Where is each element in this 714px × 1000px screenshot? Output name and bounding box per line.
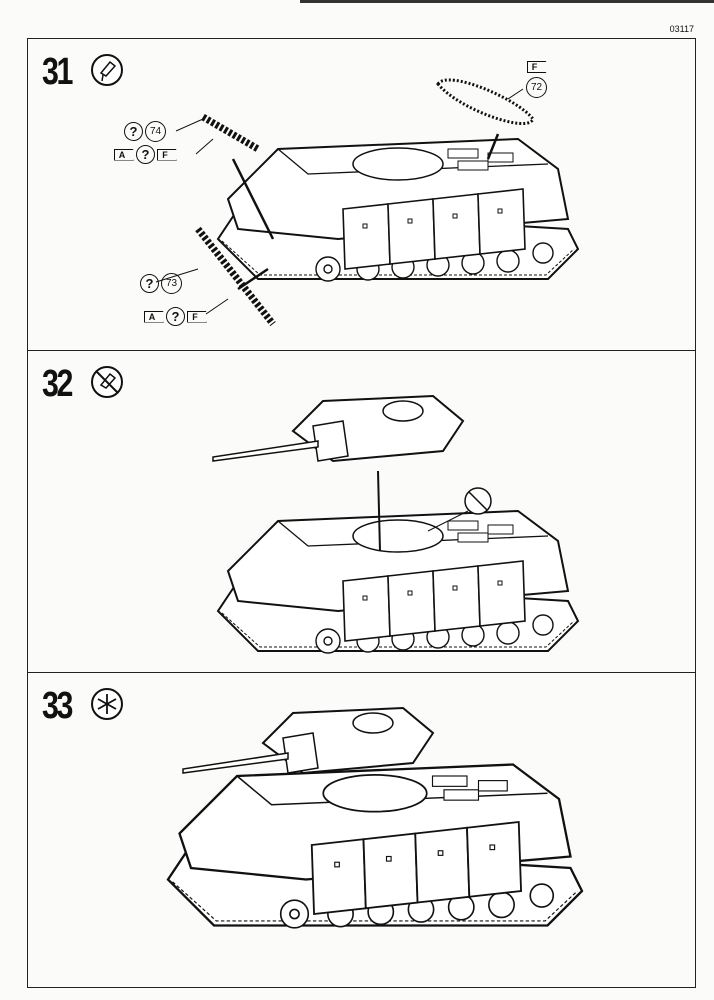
step-32-panel: 32 xyxy=(28,351,695,673)
finished-star-icon xyxy=(91,688,123,720)
query-symbol: ? xyxy=(124,122,143,141)
sheet-code: 03117 xyxy=(669,24,694,34)
instruction-sheet: 31 ? 74 A ? F ? 73 A xyxy=(27,38,696,988)
no-glue-callout-icon xyxy=(464,487,492,515)
step-number: 32 xyxy=(42,363,73,405)
step-31-panel: 31 ? 74 A ? F ? 73 A xyxy=(28,39,695,351)
flag-a: A xyxy=(144,310,164,323)
glue-tube-icon xyxy=(91,54,123,86)
step-32-illustration xyxy=(212,395,579,654)
step-31-illustration xyxy=(155,78,579,327)
step-33-panel: 33 xyxy=(28,673,695,987)
flag-f: F xyxy=(526,61,547,73)
callout-part-73: ? 73 xyxy=(140,273,182,294)
callout-part-72: F 72 xyxy=(526,61,547,98)
query-symbol: ? xyxy=(166,307,185,326)
flag-f: F xyxy=(157,148,177,161)
callout-paint-lower: A ? F xyxy=(144,307,207,326)
no-glue-icon xyxy=(91,366,123,398)
query-symbol: ? xyxy=(136,145,155,164)
part-number: 72 xyxy=(526,77,547,98)
step-number: 33 xyxy=(42,685,73,727)
page-edge xyxy=(300,0,714,3)
query-symbol: ? xyxy=(140,274,159,293)
step-number: 31 xyxy=(42,51,73,93)
flag-a: A xyxy=(114,148,134,161)
callout-paint-upper: A ? F xyxy=(114,145,177,164)
flag-f: F xyxy=(187,310,207,323)
part-number: 74 xyxy=(145,121,166,142)
part-number: 73 xyxy=(161,273,182,294)
callout-part-74: ? 74 xyxy=(124,121,166,142)
step-33-illustration xyxy=(166,707,584,929)
